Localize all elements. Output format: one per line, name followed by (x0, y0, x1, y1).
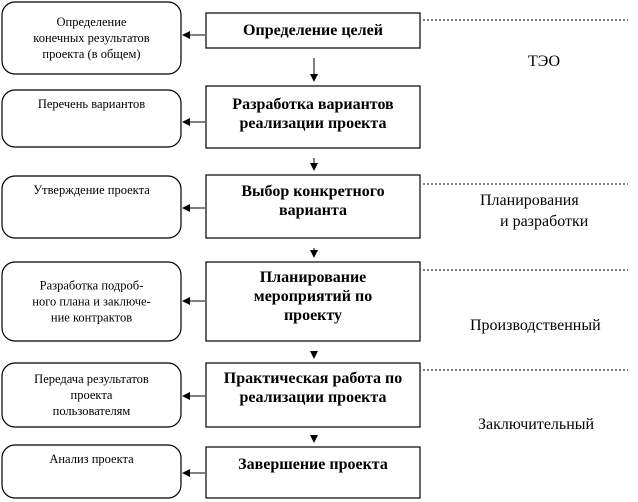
phase-label: Заключительный (478, 416, 595, 433)
step-frame (205, 174, 421, 239)
note-line: Разработка подроб- (40, 279, 144, 293)
phase-line: Производственный (470, 317, 601, 334)
note-box: Перечень вариантов (1, 89, 182, 148)
step-line: Планирование (260, 269, 367, 286)
step-box: Завершение проекта (205, 446, 421, 499)
note-line: конечных результатов (33, 31, 150, 45)
phase-line: Планирования (480, 192, 579, 209)
step-box: Практическая работа по реализации проекта (205, 362, 421, 428)
note-frame (1, 89, 182, 148)
step-frame (205, 446, 421, 499)
note-line: Передача результатов (34, 372, 149, 386)
phase-label: Планирования и разработки (480, 192, 589, 230)
note-line: Утверждение проекта (33, 183, 150, 197)
connectors (182, 31, 318, 477)
note-frame (1, 175, 182, 239)
step-line: Разработка вариантов (232, 96, 394, 113)
step-box: Планирование мероприятий по проекту (205, 261, 421, 342)
note-line: проекта (71, 388, 113, 402)
note-line: Перечень вариантов (38, 97, 145, 111)
note-line: проекта (в общем) (42, 47, 140, 61)
note-box: Передача результатов проекта пользователям (1, 362, 182, 428)
step-box: Разработка вариантов реализации проекта (205, 85, 421, 149)
step-line: реализации проекта (240, 389, 387, 406)
step-frame (205, 261, 421, 342)
phases: ТЭО Планирования и разработкиПроизводствен… (470, 53, 601, 433)
note-box: Определение конечных результатов проекта (… (1, 1, 182, 75)
note-frame (1, 362, 182, 428)
notes: Определение конечных результатов проекта (… (1, 1, 182, 499)
phase-label: ТЭО (528, 53, 560, 70)
note-frame (1, 1, 182, 75)
phase-line: Заключительный (478, 416, 595, 433)
step-box: Определение целей (205, 12, 421, 49)
phase-line: и разработки (500, 213, 589, 230)
phase-line: ТЭО (528, 53, 560, 70)
step-line: Выбор конкретного (241, 183, 384, 200)
step-line: проекту (284, 307, 342, 324)
step-line: Определение целей (243, 22, 383, 39)
step-frame (205, 362, 421, 428)
note-frame (1, 444, 182, 499)
note-line: Анализ проекта (49, 452, 134, 466)
step-box: Выбор конкретного варианта (205, 174, 421, 239)
step-line: реализации проекта (240, 115, 387, 132)
step-line: Завершение проекта (238, 456, 388, 473)
step-frame (205, 85, 421, 149)
note-line: пользователям (53, 404, 131, 418)
note-box: Анализ проекта (1, 444, 182, 499)
note-line: ние контрактов (51, 311, 132, 325)
note-frame (1, 261, 182, 342)
step-frame (205, 12, 421, 49)
step-line: мероприятий по (254, 288, 372, 305)
phase-label: Производственный (470, 317, 601, 334)
note-line: ного плана и заключе- (32, 295, 150, 309)
step-line: варианта (279, 202, 347, 219)
note-line: Определение (57, 15, 127, 29)
step-line: Практическая работа по (224, 370, 402, 387)
note-box: Утверждение проекта (1, 175, 182, 239)
note-box: Разработка подроб-ного плана и заключе-н… (1, 261, 182, 342)
